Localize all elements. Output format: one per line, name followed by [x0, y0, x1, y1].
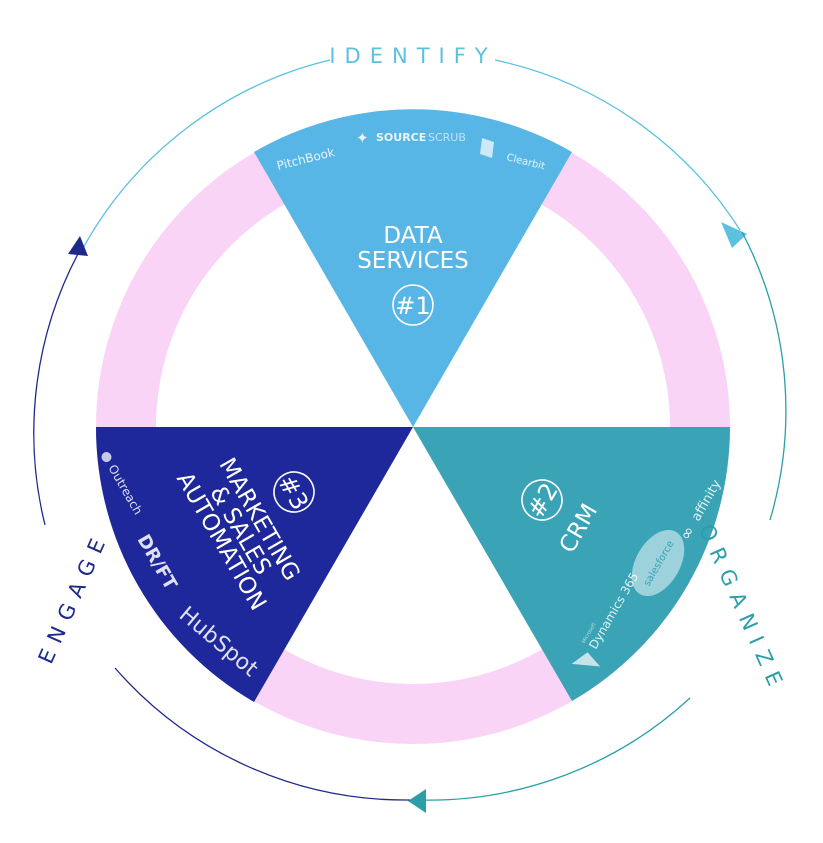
sourcescrub-light: SCRUB — [428, 131, 466, 144]
identify-arrow-arc-right — [494, 59, 741, 231]
dynamics-icon — [571, 652, 601, 667]
engage-arrow-arc-upper — [33, 249, 81, 526]
sourcescrub-bold: SOURCE — [376, 131, 426, 144]
engage-arrowhead-icon — [68, 236, 88, 256]
data-services-title-line1: DATA — [383, 223, 443, 249]
sourcescrub-icon: ✦ — [356, 129, 369, 147]
organize-arrowhead-icon — [408, 789, 426, 813]
salesforce-logo: salesforce — [631, 529, 685, 597]
organize-arrow-arc — [741, 231, 787, 521]
salesforce-cloud-icon — [631, 529, 685, 597]
phase-engage: ENGAGE — [34, 527, 114, 667]
sourcescrub-logo: ✦ SOURCE SCRUB — [356, 129, 466, 147]
organize-arrow-arc-lower — [419, 697, 691, 801]
data-services-title-line2: SERVICES — [357, 248, 469, 274]
badge-1: #1 — [392, 284, 434, 326]
badge-1-label: #1 — [395, 292, 430, 320]
phase-identify: IDENTIFY — [329, 44, 496, 68]
identify-arrow-arc — [81, 59, 331, 251]
identify-arrowhead-icon — [721, 222, 747, 248]
engage-arrow-arc — [114, 667, 411, 801]
outreach-icon — [101, 452, 112, 463]
segment-data-services: PitchBook ✦ SOURCE SCRUB Clearbit DATA S… — [254, 109, 572, 428]
segment-marketing-sales-automation: Outreach DR/FT HubSpot #3 MARKETING & SA… — [95, 427, 414, 702]
segment-crm: ∞ affinity salesforce Microsoft Dynamics… — [413, 427, 730, 701]
phase-organize: ORGANIZE — [694, 521, 790, 698]
clearbit-icon — [480, 138, 494, 158]
